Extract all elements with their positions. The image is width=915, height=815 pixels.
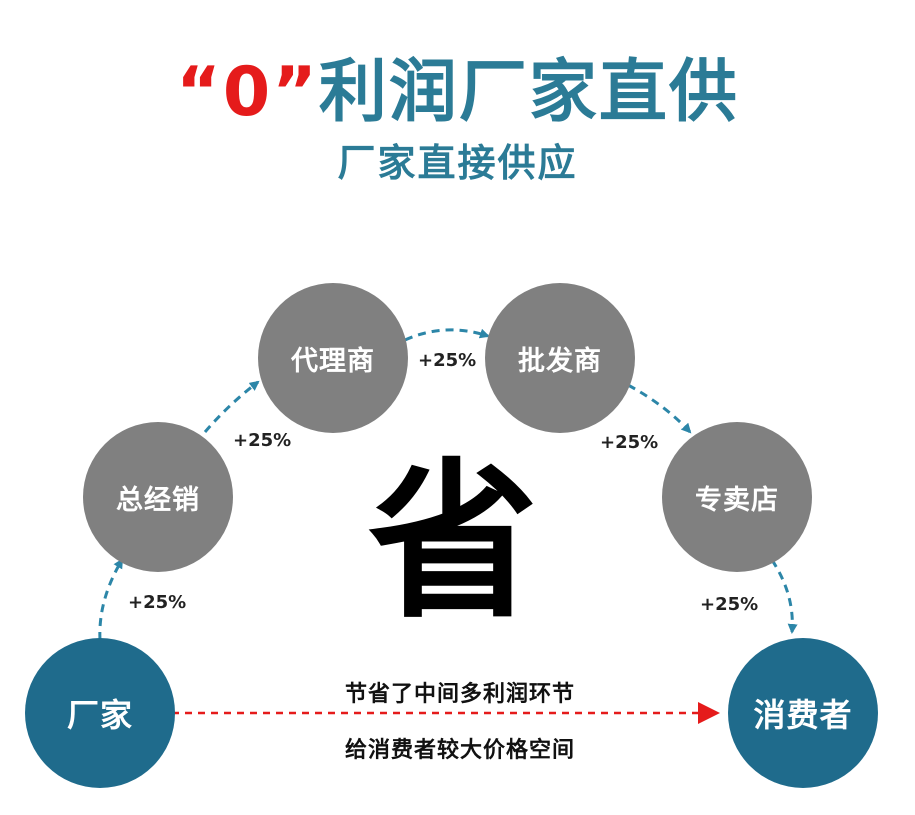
node-agent: 代理商 — [258, 283, 408, 433]
page-subtitle: 厂家直接供应 — [337, 141, 578, 185]
markup-factory-to-general: +25% — [128, 592, 187, 613]
title-text: 利润厂家直供 — [318, 53, 739, 132]
arrow-agent-to-wholesaler — [404, 328, 490, 342]
node-wholesaler: 批发商 — [485, 283, 635, 433]
markup-store-to-consumer: +25% — [700, 594, 759, 615]
arrow-wholesaler-to-store — [627, 383, 692, 434]
node-factory: 厂家 — [25, 638, 175, 788]
save-character: 省 — [367, 444, 538, 642]
markup-general-to-agent: +25% — [233, 430, 292, 451]
node-consumer: 消费者 — [728, 638, 878, 788]
page-title: “0”利润厂家直供 — [0, 36, 915, 135]
arrow-general-to-agent — [203, 380, 260, 433]
arrow-factory-to-general — [98, 558, 124, 641]
direct-note-line2: 给消费者较大价格空间 — [344, 738, 575, 763]
direct-note-line1: 节省了中间多利润环节 — [344, 682, 575, 707]
markup-wholesaler-to-store: +25% — [600, 432, 659, 453]
node-specialty-store: 专卖店 — [662, 422, 812, 572]
markup-agent-to-wholesaler: +25% — [418, 350, 477, 371]
node-general-distributor: 总经销 — [83, 422, 233, 572]
arrow-store-to-consumer — [770, 559, 798, 634]
title-zero: “0” — [176, 53, 319, 132]
